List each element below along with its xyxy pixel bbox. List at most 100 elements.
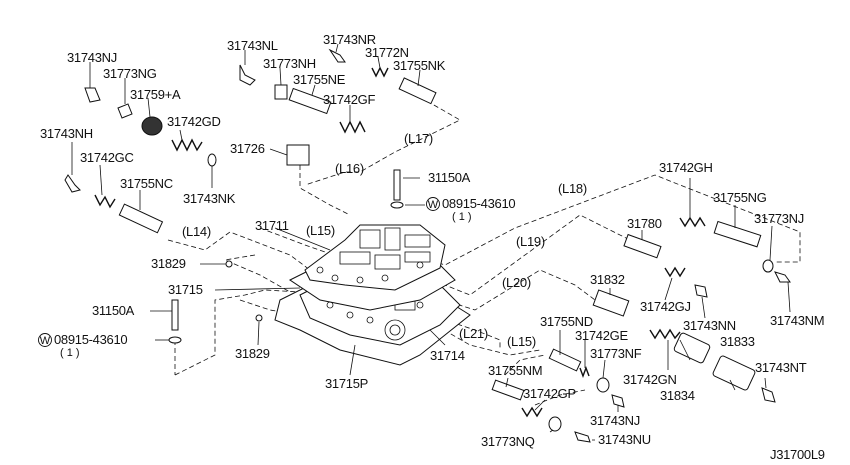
label-31773NF: 31773NF [590, 346, 642, 361]
callout-L14: (L14) [182, 224, 211, 239]
plug-31759A [141, 116, 163, 136]
label-31742GJ: 31742GJ [640, 299, 691, 314]
callout-L16: (L16) [335, 161, 364, 176]
label-31742GC: 31742GC [80, 150, 134, 165]
retainer-clip-31743NH [64, 174, 81, 193]
washer-31743NK [207, 153, 217, 167]
label-31742GE: 31742GE [575, 328, 628, 343]
spring-31742GJ [664, 266, 686, 278]
plug-31773NH [274, 84, 288, 100]
washer-08915-left [168, 336, 182, 344]
callout-L19: (L19) [516, 234, 545, 249]
label-31743NJ-b: 31743NJ [590, 413, 640, 428]
plug-31773NJ-right [762, 259, 774, 273]
leader-lines [71, 43, 791, 441]
retainer-clip-31743NR [328, 48, 346, 63]
label-31150A-left: 31150A [92, 303, 135, 318]
retainer-clip-31743NJ [84, 87, 101, 103]
label-31150A-top: 31150A [428, 170, 471, 185]
label-31780: 31780 [627, 216, 662, 231]
label-31743NL: 31743NL [227, 38, 278, 53]
label-31755NG: 31755NG [713, 190, 767, 205]
valve-31755ND [548, 348, 582, 372]
control-valve-body [274, 224, 471, 366]
retainer-clip-31743NJ-b [611, 394, 625, 408]
label-31743NN: 31743NN [683, 318, 736, 333]
label-31742GH: 31742GH [659, 160, 713, 175]
label-08915-top-qty: ( 1 ) [452, 211, 472, 223]
valve-31755NK [398, 77, 437, 105]
label-31743NK: 31743NK [183, 191, 236, 206]
spring-31742GH [679, 216, 706, 228]
bolt-31150A-left [171, 299, 179, 331]
label-31726: 31726 [230, 141, 265, 156]
pin-31829-b [255, 314, 263, 322]
retainer-clip-31743NM [774, 271, 791, 283]
label-08915-left: 08915-43610 [54, 332, 127, 347]
label-31829-a: 31829 [151, 256, 186, 271]
valve-31755NC [118, 203, 164, 234]
line-callouts: (L17) (L16) (L18) (L15) (L14) (L19) (L20… [182, 131, 587, 349]
label-31714: 31714 [430, 348, 465, 363]
callout-L15-lower: (L15) [507, 334, 536, 349]
retainer-clip-31743NN [694, 284, 708, 298]
label-31773NG: 31773NG [103, 66, 157, 81]
part-31726 [286, 144, 310, 166]
spring-31742GP [521, 406, 543, 418]
label-31773NJ-right: 31773NJ [754, 211, 804, 226]
label-31711: 31711 [255, 218, 289, 233]
spring-31772N [371, 66, 389, 78]
callout-L17: (L17) [404, 131, 433, 146]
spring-31742GD [171, 138, 203, 152]
spring-31742GF [339, 120, 366, 134]
label-31742GD: 31742GD [167, 114, 221, 129]
washer-symbol-top-letter: W [428, 199, 439, 211]
label-31755NM: 31755NM [488, 363, 542, 378]
pin-31829-a [225, 260, 233, 268]
label-31743NT: 31743NT [755, 360, 807, 375]
washer-symbol-left-circle [38, 333, 52, 347]
callout-L18: (L18) [558, 181, 587, 196]
valve-31832 [592, 289, 630, 317]
label-31742GF: 31742GF [323, 92, 375, 107]
spring-31742GC [94, 194, 116, 209]
label-31755NC: 31755NC [120, 176, 173, 191]
label-31759A: 31759+A [130, 87, 181, 102]
label-31715: 31715 [168, 282, 203, 297]
label-31755NK: 31755NK [393, 58, 446, 73]
label-31742GN: 31742GN [623, 372, 677, 387]
label-08915-top: 08915-43610 [442, 196, 515, 211]
sleeve-31834 [712, 355, 756, 391]
label-08915-left-qty: ( 1 ) [60, 347, 80, 359]
washer-symbol-left-letter: W [40, 335, 51, 347]
callout-L21: (L21) [459, 326, 488, 341]
spring-31742GE [579, 366, 590, 378]
plug-31773NQ [548, 416, 562, 432]
label-31743NH: 31743NH [40, 126, 93, 141]
sleeve-31833 [673, 332, 711, 364]
label-31743NR: 31743NR [323, 32, 376, 47]
plug-31773NF [596, 377, 610, 393]
valve-31780 [623, 233, 662, 259]
label-31743NJ-a: 31743NJ [67, 50, 117, 65]
callout-L15-upper: (L15) [306, 223, 335, 238]
label-31755ND: 31755ND [540, 314, 593, 329]
washer-symbol-top-circle [426, 197, 440, 211]
part-labels: 31743NJ 31773NG 31759+A 31743NL 31743NR … [40, 32, 825, 449]
valve-31755NE [288, 87, 332, 115]
retainer-clip-31743NL [239, 64, 256, 86]
retainer-clip-31743NT [761, 387, 776, 403]
label-31743NU: 31743NU [598, 432, 651, 447]
label-31829-b: 31829 [235, 346, 270, 361]
label-31773NQ: 31773NQ [481, 434, 535, 449]
valve-31755NM [491, 379, 525, 401]
label-31773NH: 31773NH [263, 56, 316, 71]
retainer-clip-31743NU [574, 431, 591, 443]
label-31834: 31834 [660, 388, 695, 403]
plug-31773NG [117, 103, 133, 119]
label-31833: 31833 [720, 334, 755, 349]
washer-08915-top [390, 201, 404, 209]
callout-L20: (L20) [502, 275, 531, 290]
washer-symbols: W W [38, 197, 440, 347]
